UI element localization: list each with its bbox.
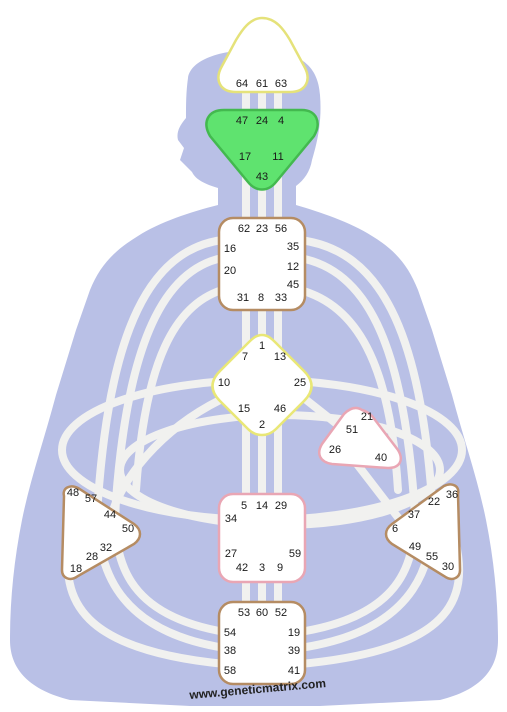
- gate-44: 44: [104, 509, 116, 521]
- gate-58: 58: [224, 665, 236, 677]
- gate-26: 26: [329, 444, 341, 456]
- gate-48: 48: [67, 487, 79, 499]
- gate-46: 46: [274, 403, 286, 415]
- gate-35: 35: [287, 241, 299, 253]
- gate-18: 18: [70, 563, 82, 575]
- head-center: [217, 16, 309, 94]
- gate-42: 42: [236, 562, 248, 574]
- gate-54: 54: [224, 627, 236, 639]
- channel-left-arc-2: [111, 254, 229, 636]
- gate-25: 25: [294, 377, 306, 389]
- gate-17: 17: [239, 151, 251, 163]
- gate-53: 53: [238, 607, 250, 619]
- gate-57: 57: [85, 493, 97, 505]
- gate-62: 62: [238, 223, 250, 235]
- gate-50: 50: [122, 523, 134, 535]
- gate-30: 30: [442, 561, 454, 573]
- ego-center: [318, 406, 402, 470]
- gate-60: 60: [256, 607, 268, 619]
- gate-19: 19: [288, 627, 300, 639]
- gate-21: 21: [361, 411, 373, 423]
- gate-28: 28: [86, 551, 98, 563]
- gate-39: 39: [288, 645, 300, 657]
- gate-8: 8: [258, 292, 264, 304]
- gate-3: 3: [259, 562, 265, 574]
- gate-15: 15: [238, 403, 250, 415]
- gate-55: 55: [426, 551, 438, 563]
- gate-22: 22: [428, 496, 440, 508]
- gate-1: 1: [259, 340, 265, 352]
- gate-2: 2: [259, 419, 265, 431]
- gate-4: 4: [278, 115, 284, 127]
- gate-5: 5: [241, 500, 247, 512]
- gate-10: 10: [218, 377, 230, 389]
- gate-16: 16: [224, 243, 236, 255]
- gate-14: 14: [256, 500, 268, 512]
- gate-11: 11: [272, 151, 283, 163]
- gate-34: 34: [225, 513, 237, 525]
- gate-12: 12: [287, 261, 299, 273]
- gate-29: 29: [275, 500, 287, 512]
- gate-13: 13: [274, 351, 286, 363]
- gate-41: 41: [288, 665, 300, 677]
- gate-40: 40: [375, 452, 387, 464]
- gate-33: 33: [275, 292, 287, 304]
- gate-23: 23: [256, 223, 268, 235]
- root-center: [217, 600, 307, 686]
- gate-38: 38: [224, 645, 236, 657]
- channel-right-arc-2: [296, 254, 419, 636]
- gate-64: 64: [236, 78, 248, 90]
- gate-49: 49: [409, 541, 421, 553]
- gate-51: 51: [346, 424, 358, 436]
- solar-plexus-center: [384, 483, 462, 581]
- gate-27: 27: [225, 548, 237, 560]
- gate-59: 59: [289, 548, 301, 560]
- spleen-center: [60, 485, 142, 581]
- gate-47: 47: [236, 115, 248, 127]
- gate-7: 7: [242, 351, 248, 363]
- throat-center: [217, 216, 307, 312]
- gate-56: 56: [275, 223, 287, 235]
- gate-43: 43: [256, 171, 268, 183]
- channel-g-spleen: [106, 396, 224, 524]
- gate-20: 20: [224, 265, 236, 277]
- gate-24: 24: [256, 115, 268, 127]
- ajna-center: [205, 108, 319, 191]
- g-center: [211, 333, 313, 437]
- gate-6: 6: [392, 523, 398, 535]
- gate-45: 45: [287, 279, 299, 291]
- gate-31: 31: [237, 292, 249, 304]
- gate-61: 61: [256, 78, 268, 90]
- gate-9: 9: [277, 562, 283, 574]
- gate-52: 52: [275, 607, 287, 619]
- gate-32: 32: [100, 542, 112, 554]
- sacral-center: [217, 492, 307, 584]
- gate-63: 63: [275, 78, 287, 90]
- gate-36: 36: [446, 489, 458, 501]
- gate-37: 37: [408, 509, 420, 521]
